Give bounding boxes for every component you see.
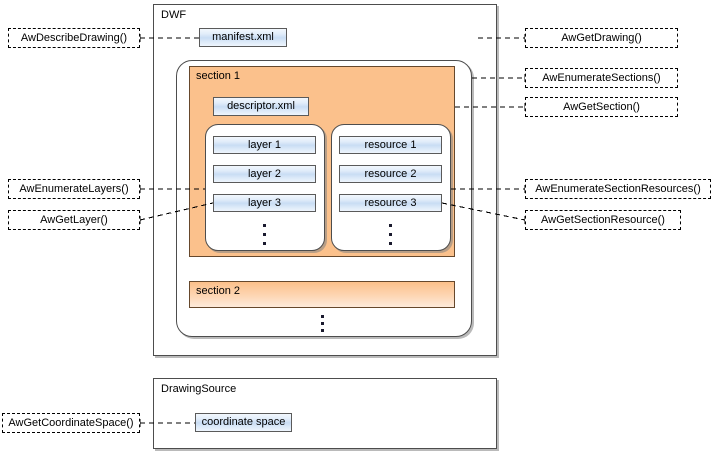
resource-3-box[interactable]: resource 3 — [339, 194, 442, 212]
callout-enumerate-sections[interactable]: AwEnumerateSections() — [525, 68, 678, 88]
layer-1-box[interactable]: layer 1 — [213, 136, 316, 154]
manifest-xml-label: manifest.xml — [212, 31, 274, 43]
section-2-box[interactable]: section 2 — [189, 281, 455, 308]
callout-get-layer-label: AwGetLayer() — [40, 213, 108, 226]
callout-get-drawing-label: AwGetDrawing() — [561, 31, 642, 44]
callout-get-section-label: AwGetSection() — [563, 100, 640, 113]
dwf-title: DWF — [161, 9, 187, 21]
callout-enumerate-layers-label: AwEnumerateLayers() — [19, 182, 129, 195]
descriptor-xml-box[interactable]: descriptor.xml — [213, 97, 309, 116]
layer-1-label: layer 1 — [247, 138, 282, 151]
layer-2-label: layer 2 — [247, 167, 282, 180]
layer-2-box[interactable]: layer 2 — [213, 165, 316, 183]
callout-describe-drawing-label: AwDescribeDrawing() — [20, 31, 128, 44]
callout-enumerate-section-resources-label: AwEnumerateSectionResources() — [535, 182, 701, 195]
callout-enumerate-layers[interactable]: AwEnumerateLayers() — [8, 179, 140, 199]
callout-get-layer[interactable]: AwGetLayer() — [8, 210, 140, 230]
callout-describe-drawing[interactable]: AwDescribeDrawing() — [8, 28, 140, 48]
resources-ellipsis — [389, 224, 392, 245]
callout-get-coordinate-space-label: AwGetCoordinateSpace() — [8, 416, 134, 429]
callout-get-section[interactable]: AwGetSection() — [525, 97, 678, 117]
callout-enumerate-sections-label: AwEnumerateSections() — [542, 71, 661, 84]
manifest-xml-box[interactable]: manifest.xml — [199, 28, 287, 47]
descriptor-xml-label: descriptor.xml — [227, 100, 295, 112]
section-2-label: section 2 — [196, 285, 241, 297]
resource-1-box[interactable]: resource 1 — [339, 136, 442, 154]
drawingsource-title: DrawingSource — [161, 383, 237, 395]
callout-get-coordinate-space[interactable]: AwGetCoordinateSpace() — [2, 413, 140, 433]
callout-get-section-resource[interactable]: AwGetSectionResource() — [525, 210, 681, 230]
section-1-label: section 1 — [196, 70, 241, 82]
layer-3-box[interactable]: layer 3 — [213, 194, 316, 212]
resource-1-label: resource 1 — [364, 138, 417, 151]
coordinate-space-label: coordinate space — [201, 416, 286, 428]
resource-2-label: resource 2 — [364, 167, 417, 180]
layer-3-label: layer 3 — [247, 196, 282, 209]
coordinate-space-box[interactable]: coordinate space — [195, 413, 292, 432]
callout-enumerate-section-resources[interactable]: AwEnumerateSectionResources() — [525, 179, 711, 199]
resource-3-label: resource 3 — [364, 196, 417, 209]
callout-get-section-resource-label: AwGetSectionResource() — [541, 213, 665, 226]
resource-2-box[interactable]: resource 2 — [339, 165, 442, 183]
layers-ellipsis — [263, 224, 266, 245]
callout-get-drawing[interactable]: AwGetDrawing() — [525, 28, 678, 48]
sections-ellipsis — [321, 315, 324, 332]
